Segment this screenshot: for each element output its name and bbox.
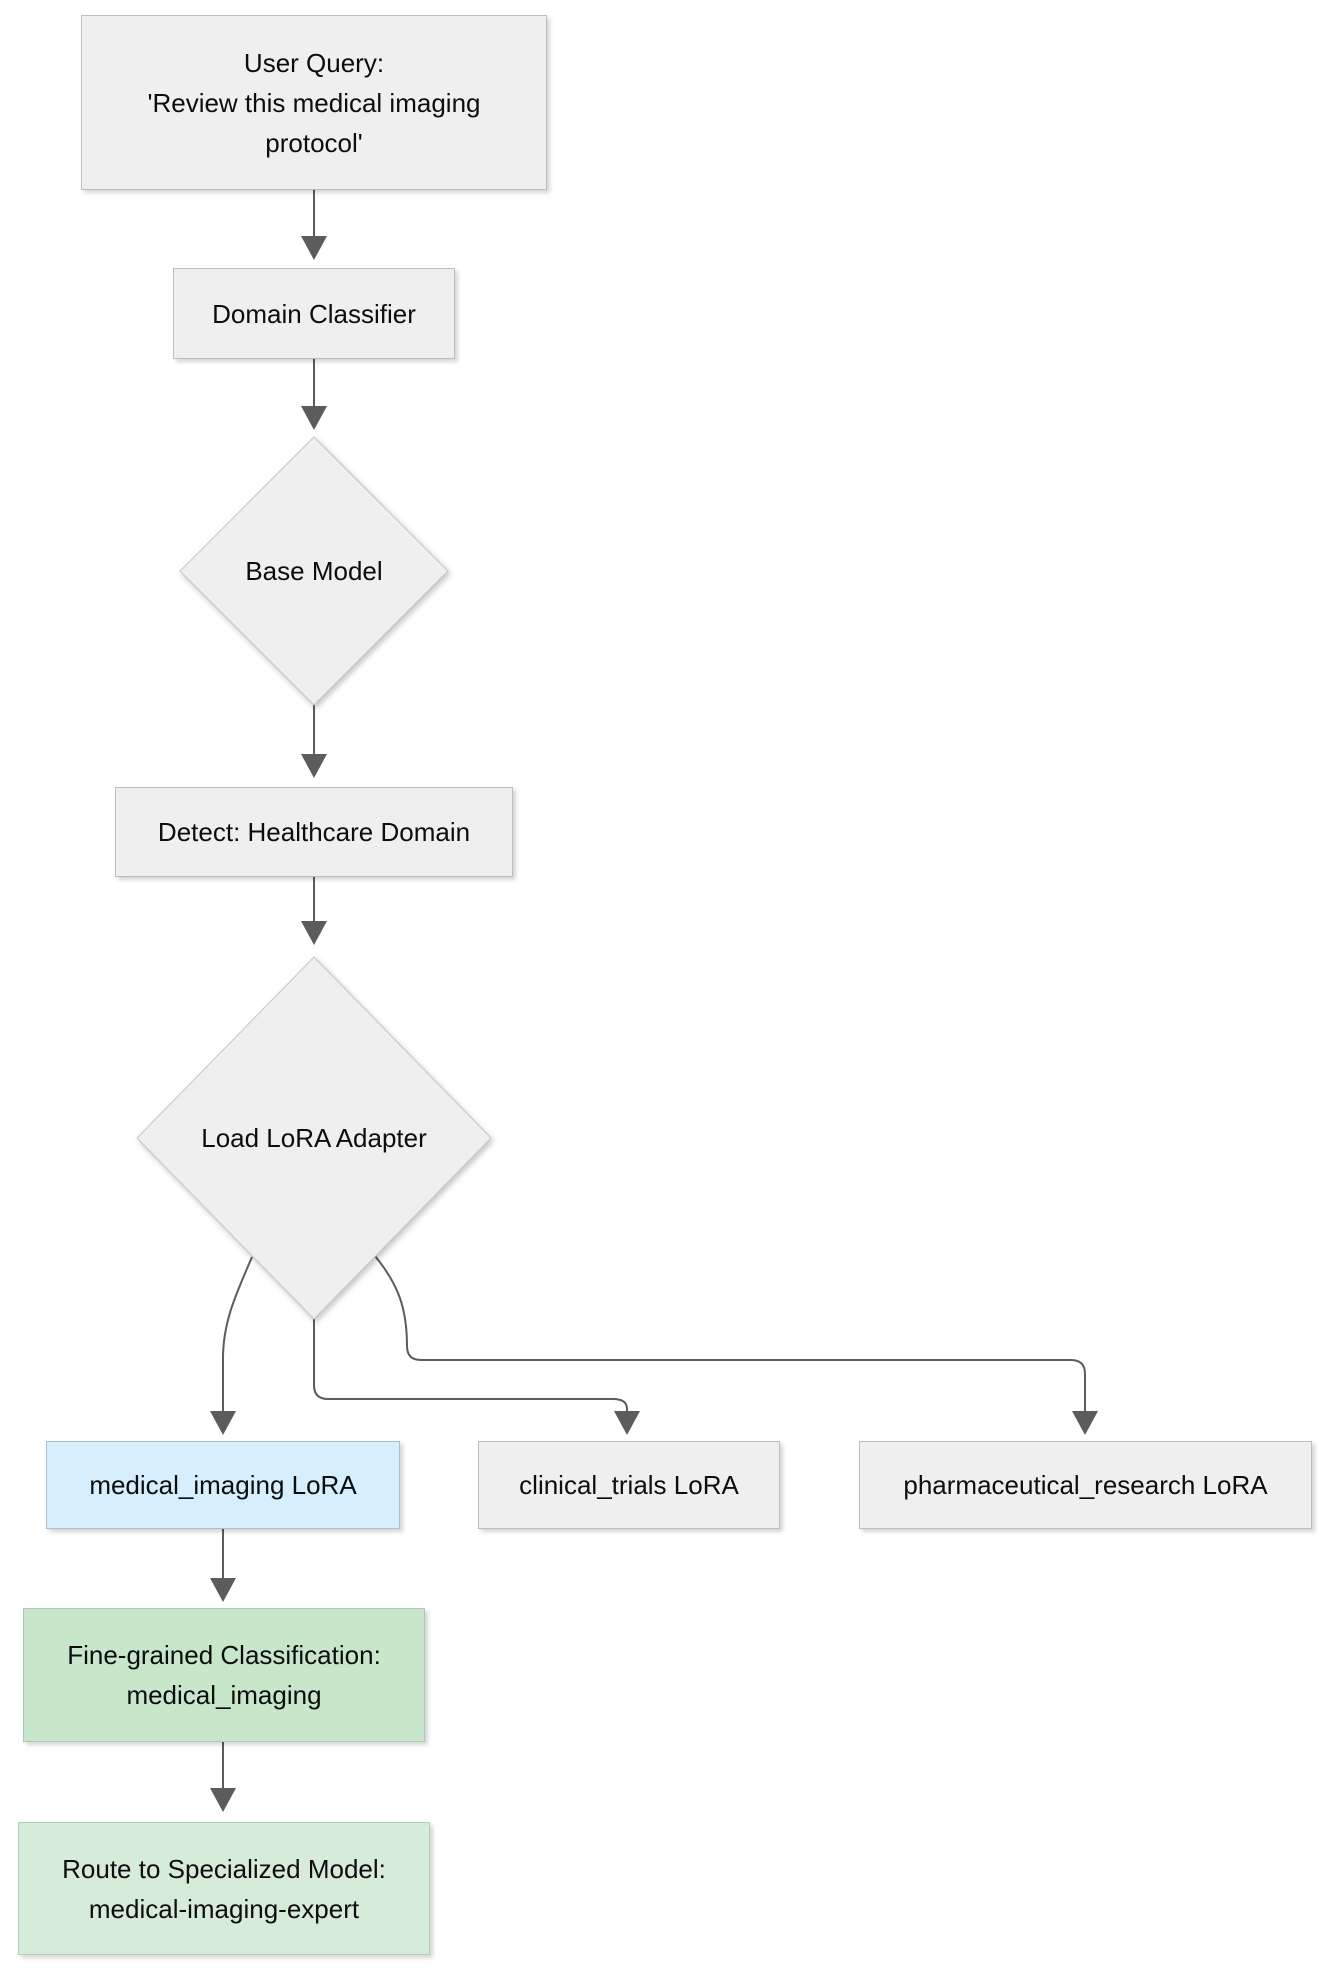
node-medical-imaging-lora: medical_imaging LoRA — [46, 1441, 400, 1529]
node-user-query-line-2: 'Review this medical imaging — [147, 87, 481, 118]
node-domain-classifier: Domain Classifier — [173, 268, 455, 359]
arrowhead-route — [210, 1788, 236, 1812]
arrowhead-finegrained — [210, 1578, 236, 1602]
node-user-query-line-3: protocol' — [265, 127, 363, 158]
node-user-query: User Query: 'Review this medical imaging… — [81, 15, 547, 190]
node-route-line-1: Route to Specialized Model: — [62, 1853, 386, 1884]
node-route-specialized-model: Route to Specialized Model: medical-imag… — [18, 1822, 430, 1955]
node-fine-grained-classification: Fine-grained Classification: medical_ima… — [23, 1608, 425, 1742]
arrowhead-basemodel — [301, 406, 327, 430]
node-user-query-line-1: User Query: — [243, 47, 385, 78]
node-domain-classifier-label: Domain Classifier — [212, 298, 416, 329]
node-detect-healthcare: Detect: Healthcare Domain — [115, 787, 513, 877]
edge-loadlora-clinicaltrials — [313, 1319, 628, 1411]
node-medical-imaging-lora-label: medical_imaging LoRA — [89, 1470, 357, 1500]
node-detect-healthcare-label: Detect: Healthcare Domain — [157, 817, 471, 847]
node-pharmaceutical-research-lora-label: pharmaceutical_research LoRA — [903, 1470, 1268, 1500]
node-clinical-trials-lora-label: clinical_trials LoRA — [519, 1470, 739, 1500]
edge-loadlora-pharma — [374, 1255, 1086, 1411]
node-pharmaceutical-research-lora: pharmaceutical_research LoRA — [859, 1441, 1312, 1529]
node-fine-grained-line-2: medical_imaging — [126, 1680, 322, 1710]
arrowhead-clinicaltrials — [614, 1411, 640, 1435]
arrowhead-medicalimaging — [210, 1411, 236, 1435]
node-fine-grained-line-1: Fine-grained Classification: — [67, 1640, 381, 1670]
node-route-line-2: medical-imaging-expert — [88, 1893, 360, 1924]
arrowhead-domainclassifier — [301, 236, 327, 260]
node-clinical-trials-lora: clinical_trials LoRA — [478, 1441, 780, 1529]
arrowhead-pharma — [1072, 1411, 1098, 1435]
node-load-lora-diamond — [136, 956, 492, 1320]
node-base-model-diamond — [179, 436, 449, 706]
arrowhead-detect — [301, 754, 327, 778]
edge-loadlora-medicalimaging — [222, 1256, 253, 1411]
arrowhead-loadlora — [301, 921, 327, 945]
